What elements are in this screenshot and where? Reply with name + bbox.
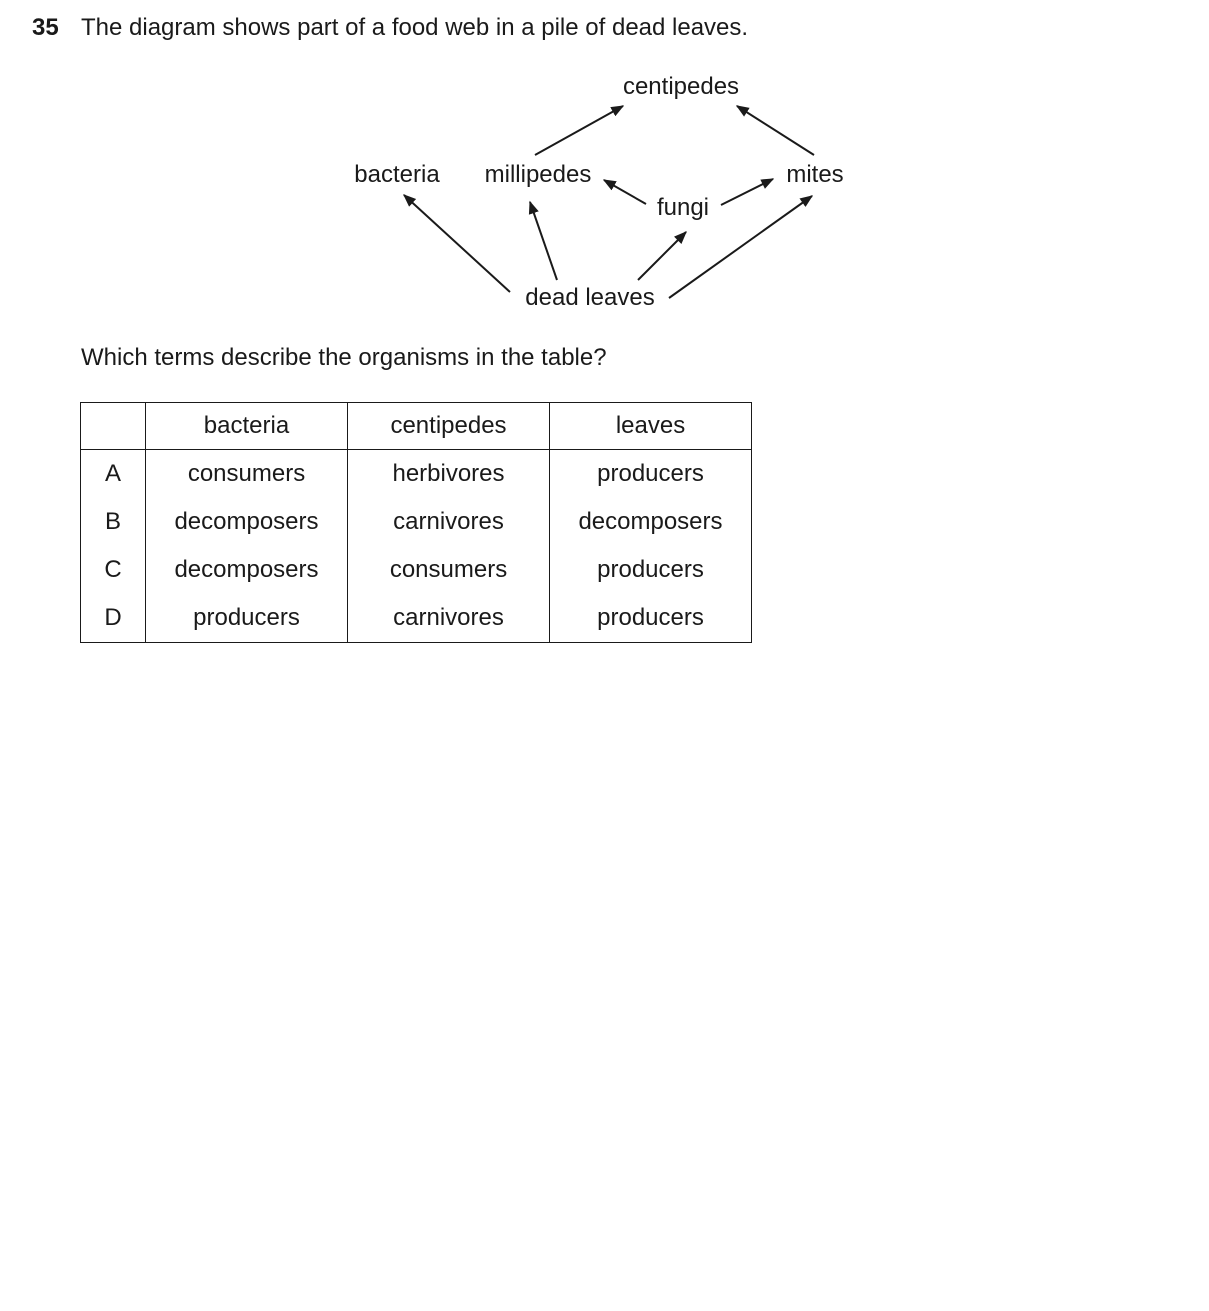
table-cell: carnivores — [347, 498, 550, 546]
table-header-row: bacteria centipedes leaves — [80, 402, 752, 450]
header-bacteria: bacteria — [145, 402, 348, 450]
table-cell: decomposers — [549, 498, 752, 546]
table-cell: carnivores — [347, 594, 550, 643]
question-number: 35 — [32, 14, 59, 41]
table-cell: producers — [549, 449, 752, 498]
table-cell: decomposers — [145, 498, 348, 546]
node-bacteria: bacteria — [354, 161, 440, 188]
option-row-a[interactable]: A consumers herbivores producers — [80, 449, 752, 498]
table-cell: decomposers — [145, 546, 348, 594]
option-row-d[interactable]: D producers carnivores producers — [80, 594, 752, 643]
option-key: D — [80, 594, 146, 643]
node-dead-leaves: dead leaves — [525, 284, 654, 311]
food-web-diagram: centipedes bacteria millipedes mites fun… — [354, 73, 843, 311]
arrow-millipedes-to-centipedes — [534, 105, 625, 156]
option-row-c[interactable]: C decomposers consumers producers — [80, 546, 752, 594]
option-key: B — [80, 498, 146, 546]
arrow-deadleaves-to-bacteria — [403, 194, 511, 293]
question-stem: The diagram shows part of a food web in … — [81, 14, 749, 41]
option-key: A — [80, 449, 146, 498]
table-cell: herbivores — [347, 449, 550, 498]
sub-question: Which terms describe the organisms in th… — [81, 344, 607, 371]
node-fungi: fungi — [657, 194, 709, 221]
arrow-fungi-to-millipedes — [602, 179, 647, 205]
header-leaves: leaves — [549, 402, 752, 450]
arrow-fungi-to-mites — [720, 178, 775, 206]
node-centipedes: centipedes — [623, 73, 739, 100]
header-centipedes: centipedes — [347, 402, 550, 450]
arrow-deadleaves-to-millipedes — [528, 200, 558, 281]
table-cell: producers — [145, 594, 348, 643]
arrow-mites-to-centipedes — [735, 105, 815, 156]
answer-table: bacteria centipedes leaves A consumers h… — [80, 402, 752, 643]
option-row-b[interactable]: B decomposers carnivores decomposers — [80, 498, 752, 546]
node-millipedes: millipedes — [485, 161, 592, 188]
arrow-deadleaves-to-fungi — [637, 231, 687, 281]
table-cell: consumers — [145, 449, 348, 498]
option-key: C — [80, 546, 146, 594]
arrow-deadleaves-to-mites — [668, 195, 814, 299]
table-cell: consumers — [347, 546, 550, 594]
table-cell: producers — [549, 546, 752, 594]
table-cell: producers — [549, 594, 752, 643]
node-mites: mites — [786, 161, 843, 188]
header-blank — [80, 402, 146, 450]
